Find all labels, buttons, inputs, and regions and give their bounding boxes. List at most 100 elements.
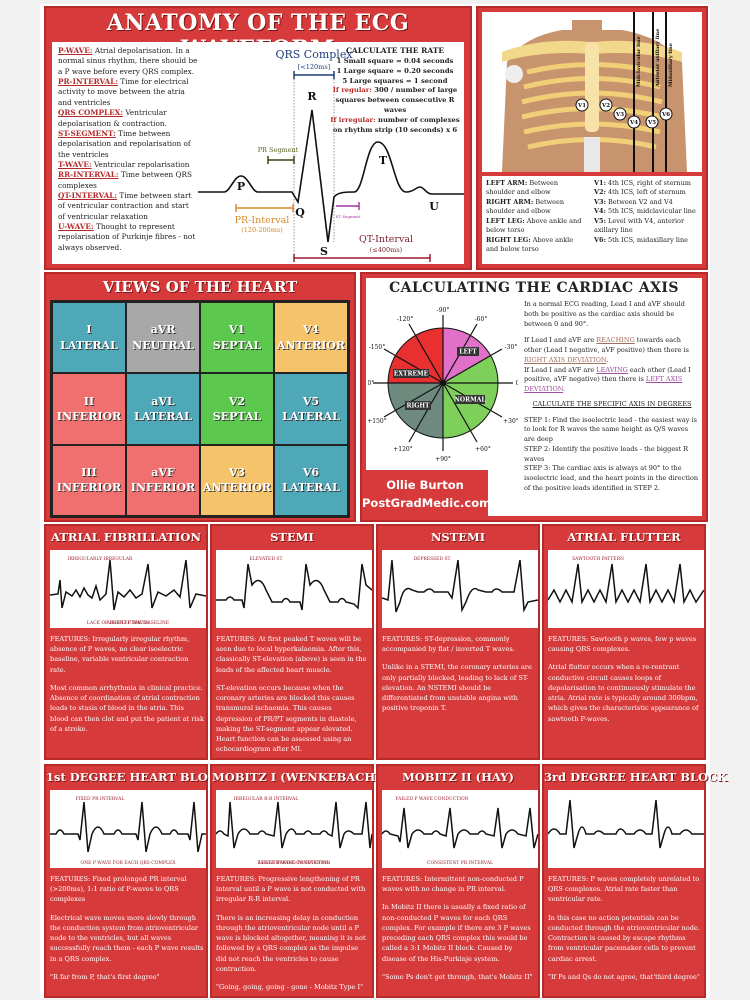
axis-title: CALCULATING THE CARDIAC AXIS xyxy=(389,280,679,296)
lead-placement-panel: Midclavicular line Anterior axillary lin… xyxy=(476,6,708,270)
card-paragraph: Atrial flutter occurs when a re-rentrant… xyxy=(548,663,699,723)
card-paragraph: "Some Ps don't get through, that's Mobit… xyxy=(382,972,533,981)
ecg-waveform-diagram: QRS Complex [<120ms] R PR Segment P T U … xyxy=(198,48,464,262)
card-body: FEATURES: Sawtooth p waves, few p waves … xyxy=(548,634,702,732)
axis-specific-title: CALCULATE THE SPECIFIC AXIS IN DEGREES xyxy=(532,399,692,408)
ecg-poster: ANATOMY OF THE ECG WAVEFORM P-WAVE: Atri… xyxy=(40,4,728,998)
chest-lead: V5: Level with V4, anterior axillary lin… xyxy=(594,216,685,235)
view-name: LATERAL xyxy=(282,481,340,495)
definition-u-wave: U-WAVE: Thought to represent repolarisat… xyxy=(58,222,196,252)
definition-st-segment: ST-SEGMENT: Time between depolarisation … xyxy=(58,128,191,159)
lead-name: aVR xyxy=(150,323,176,337)
svg-text:IRREGULARLY IRREGULAR: IRREGULARLY IRREGULAR xyxy=(68,556,133,562)
view-name: INFERIOR xyxy=(56,409,122,423)
view-name: LATERAL xyxy=(134,409,192,423)
svg-text:FAILED P WAVE CONDUCTION: FAILED P WAVE CONDUCTION xyxy=(395,796,468,802)
svg-text:-30°: -30° xyxy=(505,344,518,351)
card-paragraph: FEATURES: Intermittent non-conducted P w… xyxy=(382,875,524,894)
limb-leads: LEFT ARM: Between shoulder and elbow RIG… xyxy=(486,179,586,254)
svg-text:V2: V2 xyxy=(601,103,610,109)
card-title: 3rd DEGREE HEART BLOCK xyxy=(544,770,728,784)
lead-name: V3 xyxy=(228,465,246,479)
lead-name: V4 xyxy=(302,323,320,337)
lead-name: aVL xyxy=(151,394,175,408)
svg-text:180°: 180° xyxy=(368,380,374,387)
ribcage-illustration: Midclavicular line Anterior axillary lin… xyxy=(482,12,702,172)
axis-wheel-diagram: LEFT NORMAL RIGHT EXTREME -90° -60° -30°… xyxy=(368,307,518,463)
card-paragraph: "R far from P, that's first degree" xyxy=(50,972,160,981)
rate-line: 1 Small square = 0.04 seconds xyxy=(336,56,454,65)
card-paragraph: Unlike in a STEMI, the coronary arteries… xyxy=(382,663,532,713)
lead-name: I xyxy=(86,323,92,337)
card-body: FEATURES: ST-depression, commonly accomp… xyxy=(382,634,536,722)
svg-text:P: P xyxy=(237,180,245,193)
svg-text:T: T xyxy=(379,154,388,167)
lead-name: II xyxy=(83,394,95,408)
card-title: ATRIAL FLUTTER xyxy=(567,530,681,544)
view-name: SEPTAL xyxy=(212,338,262,352)
limb-lead: RIGHT LEG: Above ankle and below torso xyxy=(486,235,574,253)
view-name: LATERAL xyxy=(60,338,118,352)
axis-step: STEP 2: Identify the positive leads - th… xyxy=(524,444,689,463)
cardiac-axis-content: CALCULATING THE CARDIAC AXIS xyxy=(362,278,702,520)
ecg-strip: DEPRESSED ST xyxy=(381,550,539,628)
svg-text:V3: V3 xyxy=(615,112,624,118)
rate-irregular: If irregular: number of complexes on rhy… xyxy=(330,115,460,134)
definition-pr-interval: PR-INTERVAL: Time for electrical activit… xyxy=(58,77,189,107)
svg-text:V4: V4 xyxy=(629,120,638,126)
chest-lead: V2: 4th ICS, left of sternum xyxy=(594,188,686,197)
limb-lead: LEFT ARM: Between shoulder and elbow xyxy=(486,179,559,197)
svg-text:Midaxillary line: Midaxillary line xyxy=(668,43,674,87)
axis-right-deviation: If Lead I and aVF are REACHING towards e… xyxy=(524,336,690,364)
ecg-strip xyxy=(547,790,704,868)
chest-lead: V3: Between V2 and V4 xyxy=(594,197,673,206)
svg-text:ST Segment: ST Segment xyxy=(336,214,361,219)
rate-line: 1 Large square = 0.20 seconds xyxy=(336,66,454,75)
svg-text:PR-Interval: PR-Interval xyxy=(235,215,290,226)
svg-text:EXTREME: EXTREME xyxy=(394,371,429,378)
card-paragraph: In Mobitz II there is usually a fixed ra… xyxy=(382,903,531,963)
chest-lead: V4: 5th ICS, midclavicular line xyxy=(594,207,696,216)
svg-text:QT-Interval: QT-Interval xyxy=(359,234,413,245)
card-paragraph: FEATURES: At first peaked T waves will b… xyxy=(216,635,367,674)
view-name: ANTERIOR xyxy=(202,481,272,495)
lead-name: V6 xyxy=(302,465,320,479)
card-title: 1st DEGREE HEART BLOCK xyxy=(46,770,227,784)
rhythm-card-mobitz-i-wenkebach: MOBITZ I (WENKEBACH)IRREGULAR R-R INTERV… xyxy=(210,764,381,998)
svg-text:R: R xyxy=(307,90,317,103)
card-paragraph: Electrical wave moves more slowly throug… xyxy=(50,913,204,963)
svg-text:NORMAL: NORMAL xyxy=(454,397,486,404)
definition-t-wave: T-WAVE: Ventricular repolarisation xyxy=(58,159,190,169)
card-paragraph: FEATURES: ST-depression, commonly accomp… xyxy=(382,635,515,654)
svg-text:PR Segment: PR Segment xyxy=(258,146,299,154)
ecg-strip: SAWTOOTH PATTERN xyxy=(547,550,705,628)
card-title: STEMI xyxy=(270,530,314,544)
limb-lead: RIGHT ARM: Between shoulder and elbow xyxy=(486,197,565,216)
svg-text:-120°: -120° xyxy=(397,316,413,323)
svg-text:+30°: +30° xyxy=(503,418,518,425)
site-link[interactable]: PostGradMedic.com xyxy=(362,496,492,511)
card-paragraph: ST-elevation occurs because when the cor… xyxy=(216,683,357,754)
lead-name: aVF xyxy=(151,465,175,479)
axis-left-deviation: If Lead I and aVF are LEAVING each other… xyxy=(524,365,691,394)
chest-leads: V1: 4th ICS, right of sternum V2: 4th IC… xyxy=(594,179,700,245)
ecg-anatomy-title: ANATOMY OF THE ECG WAVEFORM xyxy=(106,10,410,62)
svg-text:(120-200ms): (120-200ms) xyxy=(241,226,283,234)
definition-qt-interval: QT-INTERVAL: Time between start of ventr… xyxy=(58,191,192,221)
svg-text:+150°: +150° xyxy=(368,418,387,425)
rate-title: CALCULATE THE RATE xyxy=(345,46,445,55)
